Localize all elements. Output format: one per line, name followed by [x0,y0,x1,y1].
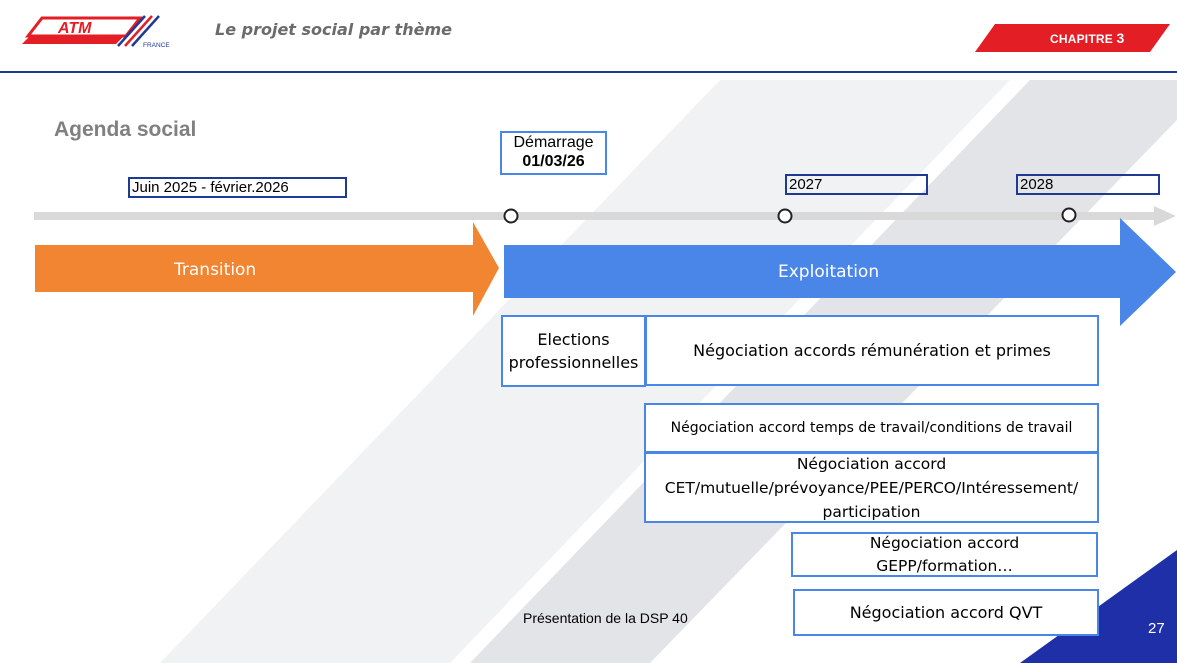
footer-text: Présentation de la DSP 40 [523,610,688,626]
gepp-text-line1: Négociation accord [869,533,1020,552]
header-subtitle: Le projet social par thème [215,20,452,39]
qvt-text: Négociation accord QVT [849,603,1043,622]
remuneration-box: Négociation accords rémunération et prim… [645,315,1099,386]
cet-text-line1: Négociation accord [796,454,947,473]
milestone-start [503,208,519,224]
chapter-tag-shape [975,24,1170,52]
start-box: Démarrage 01/03/26 [500,131,607,175]
svg-text:FRANCE: FRANCE [143,42,170,49]
timeline-axis-arrowhead [1154,206,1176,226]
gepp-box: Négociation accord GEPP/formation… [791,532,1098,577]
exploitation-arrow [504,218,1176,326]
year-2027-label: 2027 [785,174,928,195]
qvt-box: Négociation accord QVT [793,589,1099,636]
milestone-2027 [777,208,793,224]
chapter-tag: CHAPITRE 3 [1050,30,1124,46]
start-date: 01/03/26 [522,153,585,170]
chapter-label: CHAPITRE [1050,32,1113,46]
cet-text-line2: CET/mutuelle/prévoyance/PEE/PERCO/Intére… [664,478,1079,497]
cet-text-line3: participation [822,502,921,521]
exploitation-label: Exploitation [778,262,880,282]
svg-text:ATM: ATM [57,20,92,37]
start-label: Démarrage [513,134,594,151]
milestone-2028 [1061,207,1077,223]
temps-travail-box: Négociation accord temps de travail/cond… [644,403,1099,453]
elections-text: Elections professionnelles [508,330,639,372]
cet-box: Négociation accord CET/mutuelle/prévoyan… [644,452,1099,523]
header-divider [0,71,1177,73]
timeline-axis [34,212,1154,220]
chapter-number: 3 [1116,30,1125,46]
year-2028-label: 2028 [1016,174,1160,195]
page-title: Agenda social [54,118,197,141]
elections-box: Elections professionnelles [501,315,646,387]
atm-logo: ATM FRANCE [22,15,170,49]
transition-label: Transition [174,260,257,280]
period-label: Juin 2025 - février.2026 [128,177,347,198]
gepp-text-line2: GEPP/formation… [876,556,1013,575]
page-number: 27 [1148,620,1165,637]
temps-travail-text: Négociation accord temps de travail/cond… [670,420,1073,436]
transition-arrow [35,222,499,316]
remuneration-text: Négociation accords rémunération et prim… [693,341,1051,360]
